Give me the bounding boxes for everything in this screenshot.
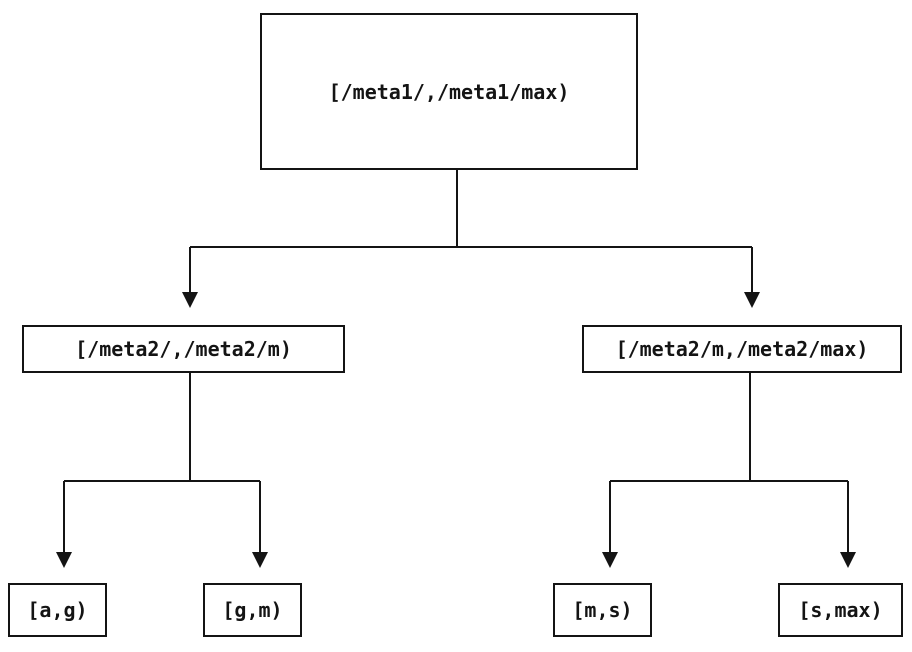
- node-right-child-label: [/meta2/m,/meta2/max): [615, 337, 869, 361]
- node-leaf-ag-label: [a,g): [27, 598, 88, 622]
- node-leaf-gm-label: [g,m): [222, 598, 283, 622]
- node-leaf-gm: [g,m): [203, 583, 302, 637]
- node-leaf-smax: [s,max): [778, 583, 903, 637]
- node-root-label: [/meta1/,/meta1/max): [328, 79, 570, 104]
- node-leaf-smax-label: [s,max): [798, 598, 883, 622]
- node-right-child: [/meta2/m,/meta2/max): [582, 325, 902, 373]
- node-left-child: [/meta2/,/meta2/m): [22, 325, 345, 373]
- node-leaf-ms-label: [m,s): [572, 598, 633, 622]
- node-root: [/meta1/,/meta1/max): [260, 13, 638, 170]
- node-leaf-ms: [m,s): [553, 583, 652, 637]
- arrow-down-icon: [252, 552, 268, 568]
- arrow-down-icon: [840, 552, 856, 568]
- arrow-down-icon: [56, 552, 72, 568]
- arrow-down-icon: [602, 552, 618, 568]
- arrow-down-icon: [744, 292, 760, 308]
- arrow-down-icon: [182, 292, 198, 308]
- node-left-child-label: [/meta2/,/meta2/m): [75, 337, 292, 361]
- node-leaf-ag: [a,g): [8, 583, 107, 637]
